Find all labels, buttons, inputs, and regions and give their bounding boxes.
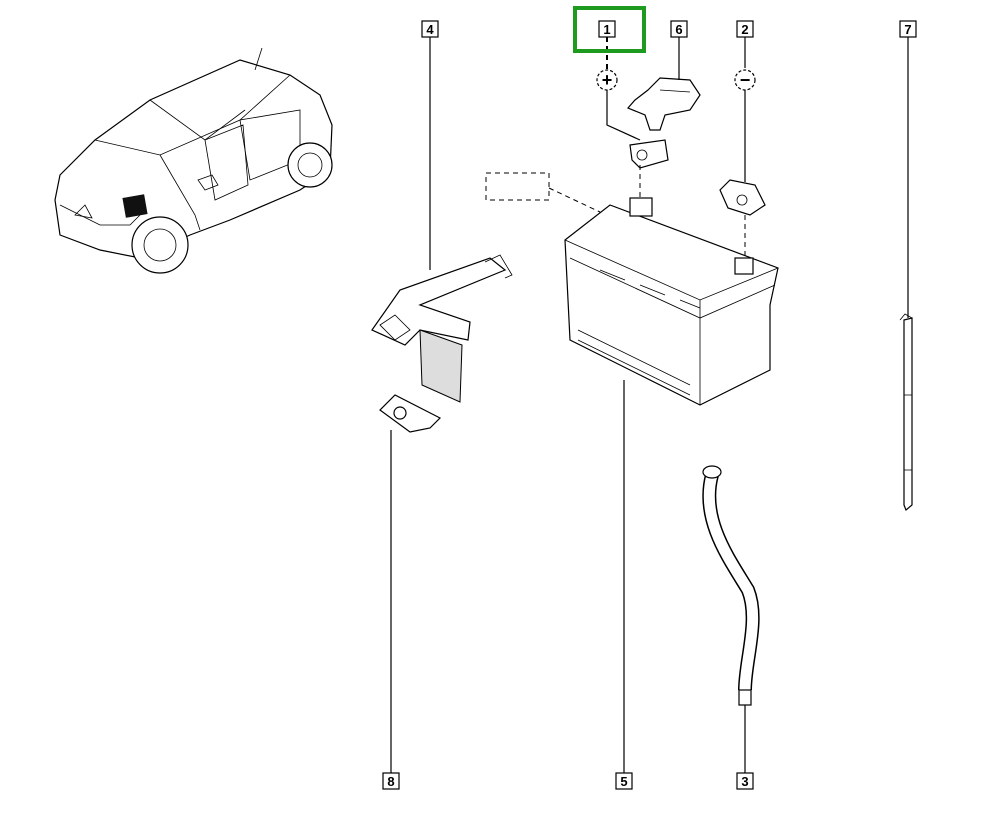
vehicle-illustration — [54, 47, 333, 274]
battery-tray-bracket[interactable] — [371, 254, 513, 403]
callout-3[interactable]: 3 — [736, 772, 754, 790]
svg-text:5: 5 — [620, 774, 627, 789]
reference-placeholder-box — [485, 172, 550, 201]
svg-text:7: 7 — [904, 22, 911, 37]
svg-text:−: − — [740, 70, 751, 90]
vent-hose[interactable] — [702, 465, 760, 706]
svg-text:3: 3 — [741, 774, 748, 789]
hold-down-rod[interactable] — [899, 313, 913, 511]
svg-text:2: 2 — [741, 22, 748, 37]
terminal-cover[interactable] — [626, 77, 701, 131]
svg-text:+: + — [602, 70, 613, 90]
battery[interactable] — [564, 197, 779, 406]
battery-location-marker — [122, 194, 148, 218]
battery-clamp[interactable] — [379, 394, 442, 433]
reference-arrow — [548, 187, 601, 213]
positive-symbol-icon: + — [596, 69, 618, 91]
callout-2[interactable]: 2 — [736, 20, 754, 38]
selected-callout-highlight — [573, 6, 646, 53]
callout-5[interactable]: 5 — [615, 772, 633, 790]
positive-terminal-clamp[interactable] — [629, 139, 669, 169]
svg-text:8: 8 — [387, 774, 394, 789]
callout-4[interactable]: 4 — [421, 20, 439, 38]
leader-lines — [390, 37, 909, 773]
svg-text:1: 1 — [603, 22, 610, 37]
negative-symbol-icon: − — [734, 69, 756, 91]
callout-6[interactable]: 6 — [670, 20, 688, 38]
callout-8[interactable]: 8 — [382, 772, 400, 790]
negative-terminal-clamp[interactable] — [719, 179, 766, 216]
callout-1[interactable]: 1 — [598, 20, 616, 38]
svg-text:4: 4 — [426, 22, 434, 37]
svg-text:6: 6 — [675, 22, 682, 37]
callout-7[interactable]: 7 — [899, 20, 917, 38]
